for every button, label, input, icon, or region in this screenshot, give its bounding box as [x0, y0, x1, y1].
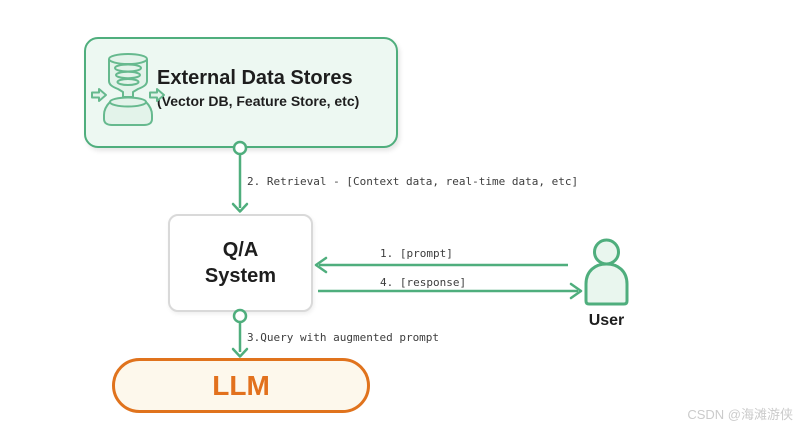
user-head	[593, 238, 620, 266]
qa-system-node: Q/A System	[168, 214, 313, 312]
qa-system-label: Q/A System	[205, 237, 276, 289]
edge-prompt	[314, 256, 568, 274]
edge-label-retrieval: 2. Retrieval - [Context data, real-time …	[247, 175, 579, 188]
edge-retrieval	[231, 154, 249, 213]
edge-label-prompt: 1. [prompt]	[380, 247, 453, 260]
qa-system-label-line1: Q/A	[222, 239, 259, 261]
external-data-stores-title: External Data Stores	[157, 67, 353, 89]
llm-node: LLM	[112, 358, 370, 413]
qa-system-label-line2: System	[204, 265, 277, 287]
arrowhead-down-icon	[231, 202, 249, 213]
external-data-stores-text: External Data Stores (Vector DB, Feature…	[157, 66, 359, 109]
edge-label-query: 3.Query with augmented prompt	[247, 331, 440, 344]
watermark: CSDN @海滩游侠	[687, 407, 793, 422]
external-data-stores-subtitle: (Vector DB, Feature Store, etc)	[157, 93, 360, 109]
user-label: User	[588, 312, 625, 329]
edge-label-response: 4. [response]	[380, 276, 467, 289]
external-data-stores-node: External Data Stores (Vector DB, Feature…	[84, 37, 398, 148]
user-icon	[584, 238, 629, 306]
arrowhead-right-icon	[569, 282, 583, 300]
llm-label: LLM	[212, 369, 270, 401]
arrowhead-left-icon	[314, 256, 328, 274]
user-body	[584, 262, 629, 306]
arrowhead-down-icon	[231, 347, 249, 358]
edge-query	[231, 322, 249, 358]
